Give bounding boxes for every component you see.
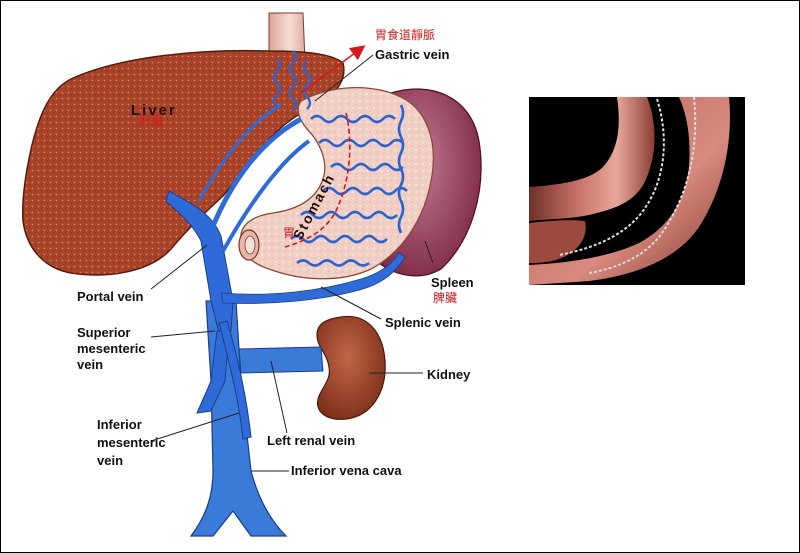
portal-vein-label: Portal vein (77, 289, 144, 304)
splenic-vein (220, 252, 406, 304)
leader-lines (150, 54, 434, 472)
spleen-label: Spleen (431, 275, 474, 290)
left-renal-vein (238, 346, 324, 374)
stomach-veins (290, 104, 408, 267)
red-arrow (300, 45, 366, 94)
kidney (316, 315, 386, 420)
left-renal-vein-label: Left renal vein (267, 433, 355, 448)
kidney-label: Kidney (427, 367, 471, 382)
gastric-vein-trunk (208, 116, 303, 232)
inferior-vena-cava-label: Inferior vena cava (291, 463, 402, 478)
liver-cn-label: 肝臟 (139, 114, 163, 128)
inferior-mesenteric-vein (218, 320, 252, 440)
stomach-3d-illustration (529, 97, 745, 285)
inferior-mesenteric-vein-label-2: mesenteric (97, 435, 166, 450)
superior-mesenteric-vein-label-1: Superior (77, 325, 130, 340)
liver (21, 49, 345, 276)
superior-mesenteric-vein-label-3: vein (77, 357, 103, 372)
stomach-cn-label: 胃 (283, 226, 295, 240)
esophageal-varices-cn-label: 胃食道靜脈 (375, 27, 435, 42)
stomach (240, 86, 434, 280)
stomach-outline-marker (284, 112, 351, 248)
spleen-cn-label: 脾臟 (433, 290, 457, 305)
liver-label: Liver (131, 102, 177, 119)
esophageal-veins (272, 50, 312, 112)
inferior-vena-cava (189, 300, 288, 537)
superior-mesenteric-vein-label-2: mesenteric (77, 341, 146, 356)
inferior-mesenteric-vein-label-3: vein (97, 453, 123, 468)
splenic-vein-label: Splenic vein (385, 315, 461, 330)
stomach-3d-render (529, 97, 730, 285)
inferior-mesenteric-vein-label-1: Inferior (97, 417, 142, 432)
gastric-vein-label: Gastric vein (375, 47, 449, 62)
